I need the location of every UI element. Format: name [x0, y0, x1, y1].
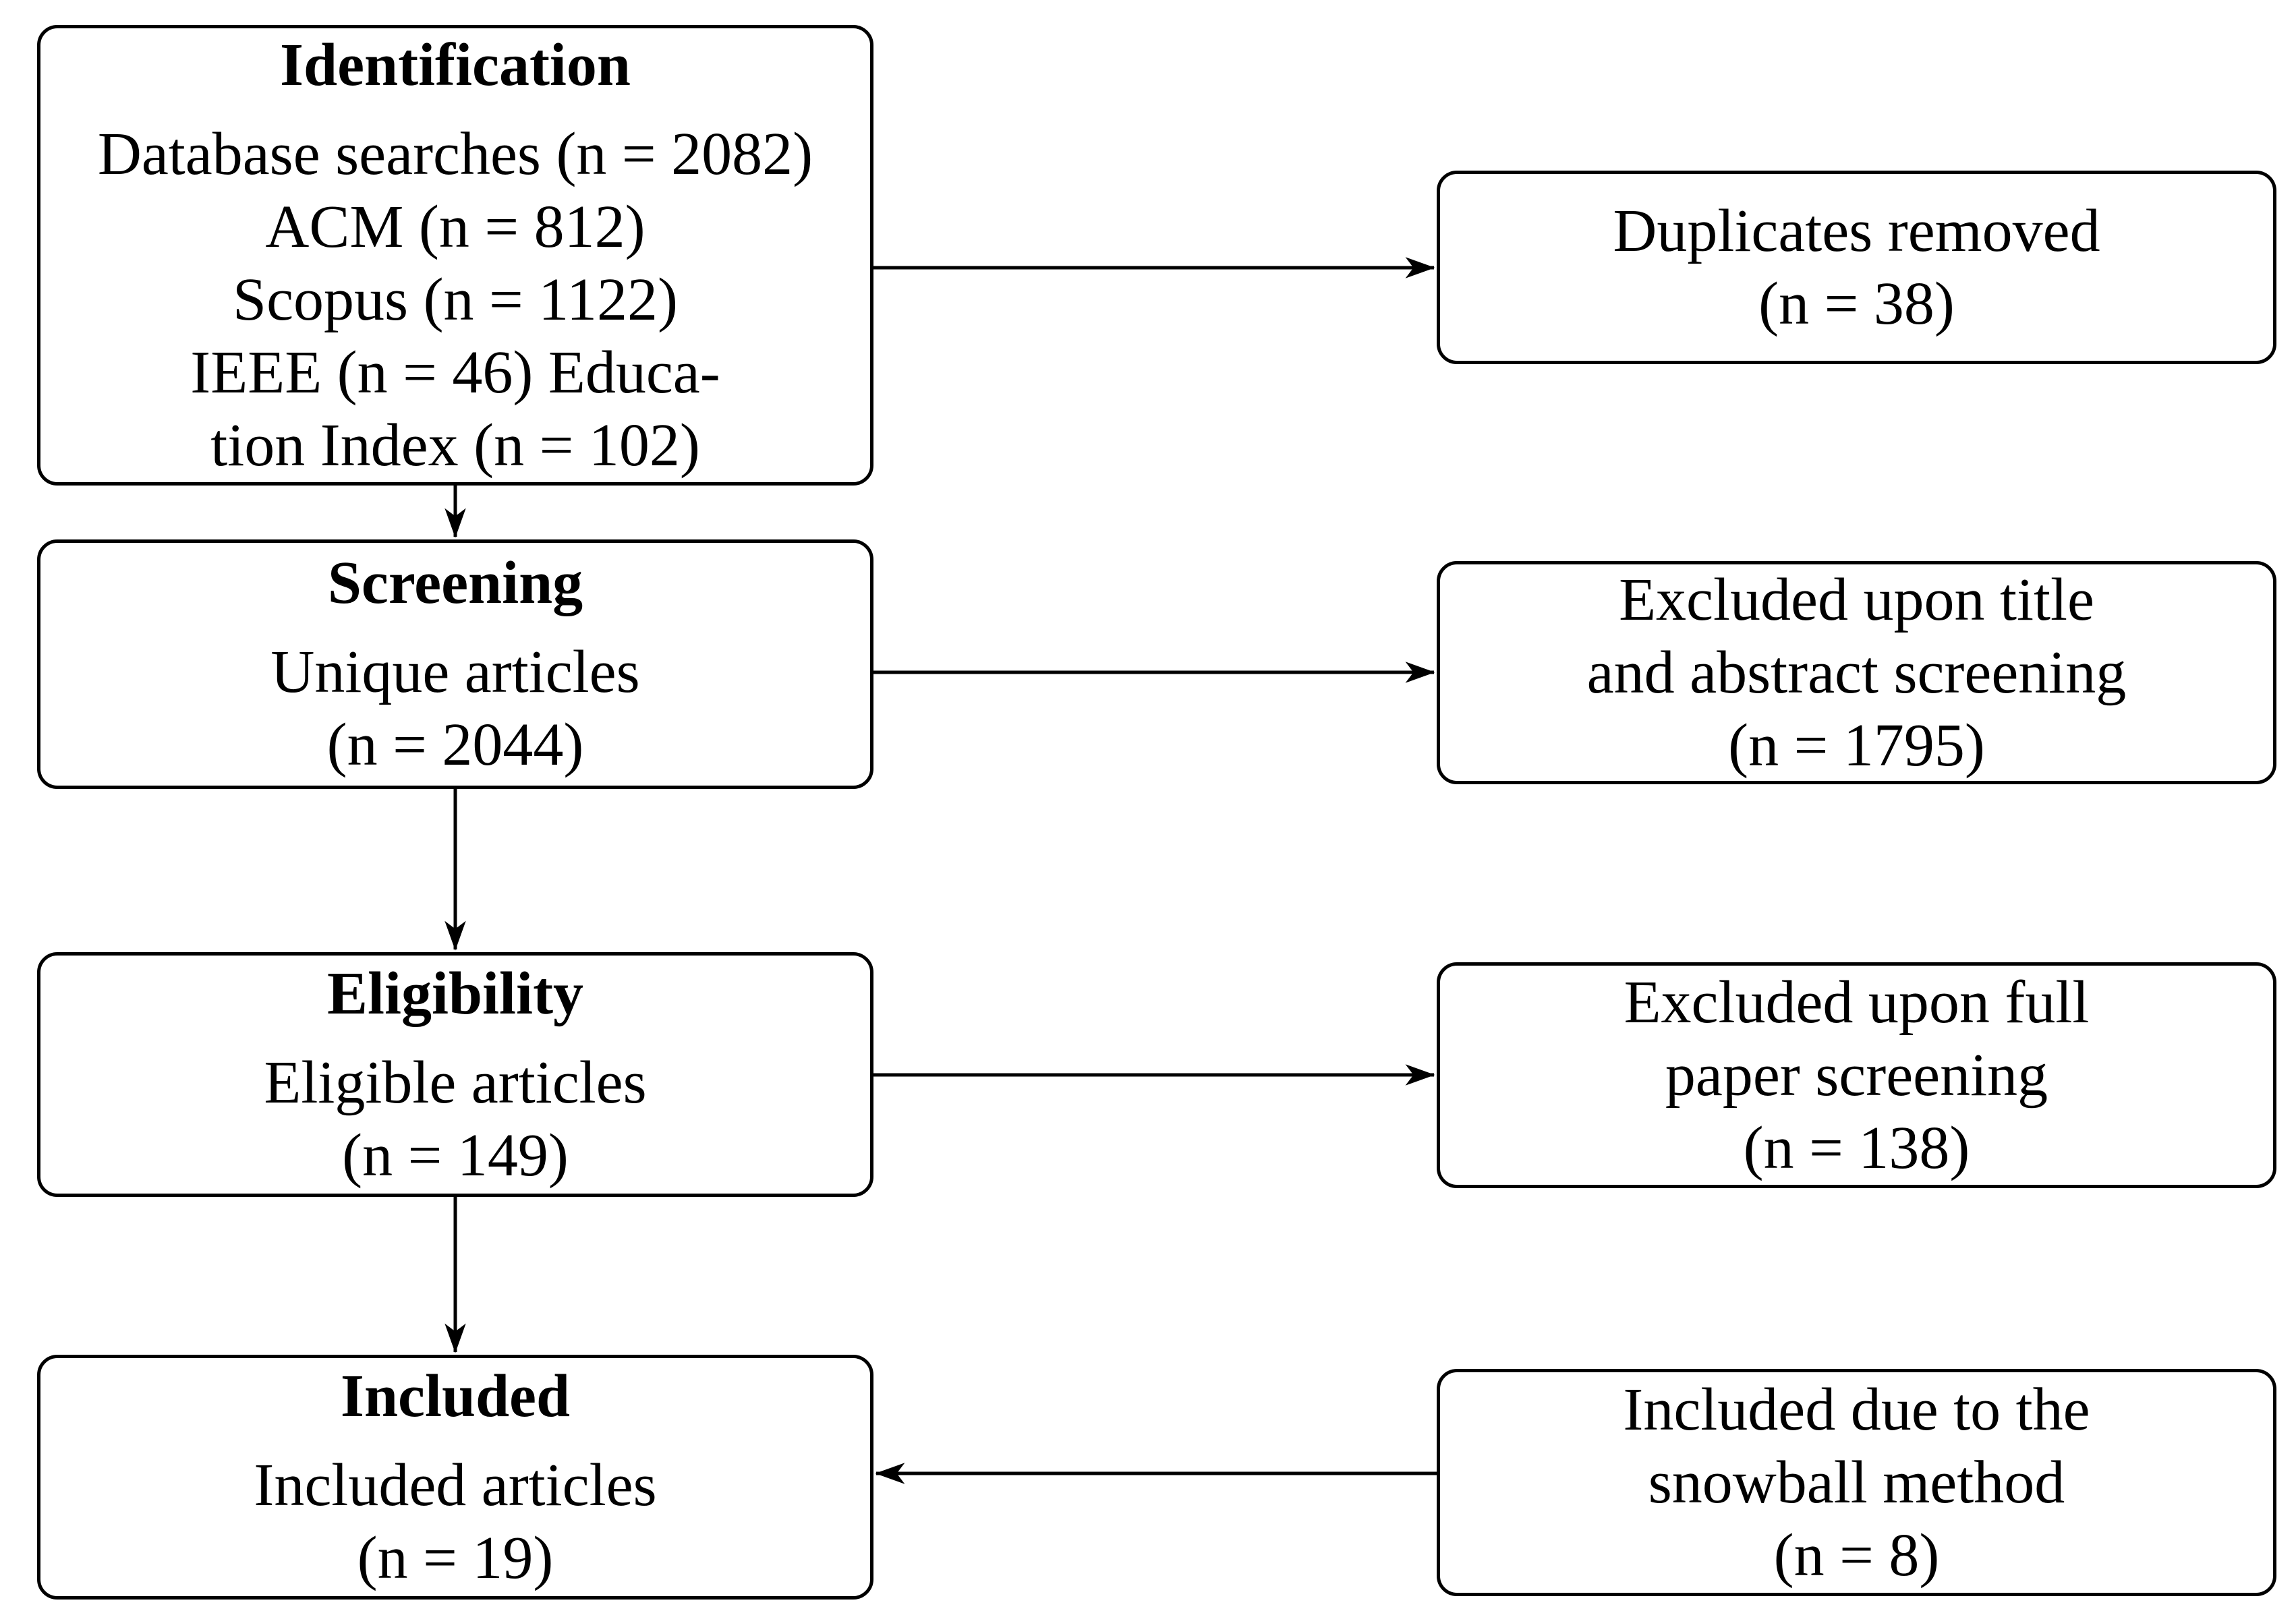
- excluded-full-paper-line-2: paper screening: [1665, 1041, 2048, 1109]
- included-line-count: (n = 19): [357, 1524, 554, 1591]
- duplicates-removed-line: Duplicates removed: [1613, 197, 2100, 264]
- included-line-included-articles: Included articles: [254, 1451, 657, 1519]
- identification-line-acm: ACM (n = 812): [265, 193, 645, 260]
- snowball-method-box: Included due to the snowball method (n =…: [1437, 1369, 2276, 1596]
- eligibility-line-eligible-articles: Eligible articles: [264, 1049, 647, 1116]
- screening-title: Screening: [327, 550, 583, 616]
- included-title: Included: [340, 1362, 571, 1430]
- screening-box: Screening Unique articles (n = 2044): [37, 539, 873, 789]
- eligibility-title: Eligibility: [326, 960, 584, 1027]
- screening-line-unique-articles: Unique articles: [270, 639, 640, 705]
- excluded-full-paper-box: Excluded upon full paper screening (n = …: [1437, 962, 2276, 1188]
- screening-line-count: (n = 2044): [326, 711, 584, 778]
- snowball-method-count: (n = 8): [1773, 1521, 1940, 1589]
- identification-box: Identification Database searches (n = 20…: [37, 25, 873, 486]
- eligibility-box: Eligibility Eligible articles (n = 149): [37, 952, 873, 1197]
- identification-line-database-searches: Database searches (n = 2082): [97, 120, 813, 187]
- excluded-title-abstract-count: (n = 1795): [1728, 711, 1985, 779]
- excluded-full-paper-line-1: Excluded upon full: [1624, 968, 2090, 1036]
- identification-title: Identification: [279, 31, 631, 98]
- excluded-title-abstract-line-2: and abstract screening: [1586, 639, 2127, 706]
- included-box: Included Included articles (n = 19): [37, 1355, 873, 1600]
- identification-line-ieee-education: IEEE (n = 46) Educa-: [190, 339, 720, 406]
- identification-line-scopus: Scopus (n = 1122): [233, 266, 678, 333]
- eligibility-line-count: (n = 149): [342, 1121, 569, 1189]
- snowball-method-line-1: Included due to the: [1623, 1376, 2090, 1443]
- snowball-method-line-2: snowball method: [1648, 1448, 2065, 1516]
- duplicates-removed-count: (n = 38): [1758, 270, 1955, 337]
- identification-line-education-index: tion Index (n = 102): [210, 411, 700, 479]
- excluded-full-paper-count: (n = 138): [1743, 1114, 1970, 1181]
- excluded-title-abstract-line-1: Excluded upon title: [1619, 566, 2094, 633]
- duplicates-removed-box: Duplicates removed (n = 38): [1437, 171, 2276, 364]
- excluded-title-abstract-box: Excluded upon title and abstract screeni…: [1437, 561, 2276, 784]
